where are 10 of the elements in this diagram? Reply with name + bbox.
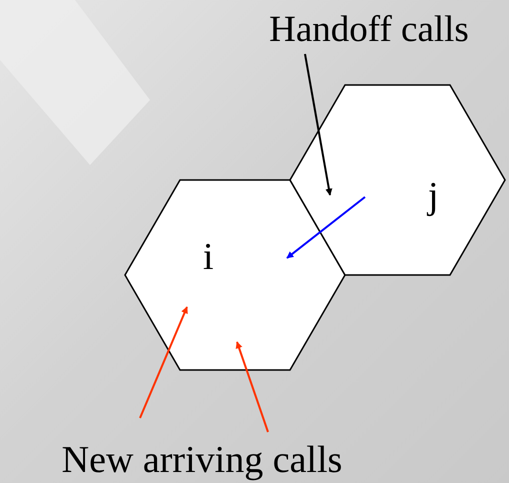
callout-text: Handoff calls <box>269 10 469 50</box>
arrow <box>286 196 366 259</box>
arrow <box>236 341 269 432</box>
hexagon-cell <box>124 179 346 371</box>
cell-label: j <box>428 177 439 215</box>
arrow <box>139 306 188 418</box>
callout-text: New arriving calls <box>62 440 342 482</box>
cell-label: i <box>203 238 214 276</box>
hexagon-cell <box>289 84 506 276</box>
leader-arrow <box>304 54 332 196</box>
